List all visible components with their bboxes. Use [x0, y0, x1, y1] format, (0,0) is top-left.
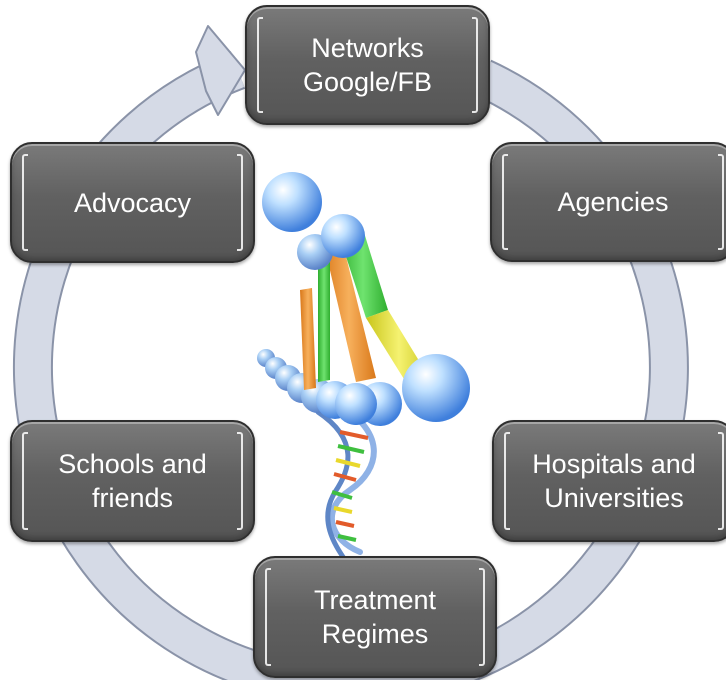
node-treatment-label: Treatment Regimes [313, 585, 437, 649]
node-schools-label: Schools and friends [58, 449, 207, 513]
node-hospitals-label: Hospitals and Universities [532, 449, 696, 513]
node-hospitals-and-universities: Hospitals and Universities [492, 420, 726, 542]
cycle-arrowhead-icon [195, 25, 246, 116]
node-agencies: Agencies [490, 142, 726, 262]
ring-band [12, 25, 689, 680]
node-agencies-label: Agencies [557, 187, 669, 217]
dna-double-helix-icon [257, 172, 470, 563]
node-networks-label: Networks Google/FB [302, 33, 433, 97]
node-advocacy: Advocacy [10, 142, 255, 263]
node-advocacy-label: Advocacy [73, 187, 192, 218]
node-treatment-regimes: Treatment Regimes [253, 556, 497, 678]
node-networks: Networks Google/FB [245, 5, 490, 125]
node-schools-and-friends: Schools and friends [10, 420, 255, 542]
